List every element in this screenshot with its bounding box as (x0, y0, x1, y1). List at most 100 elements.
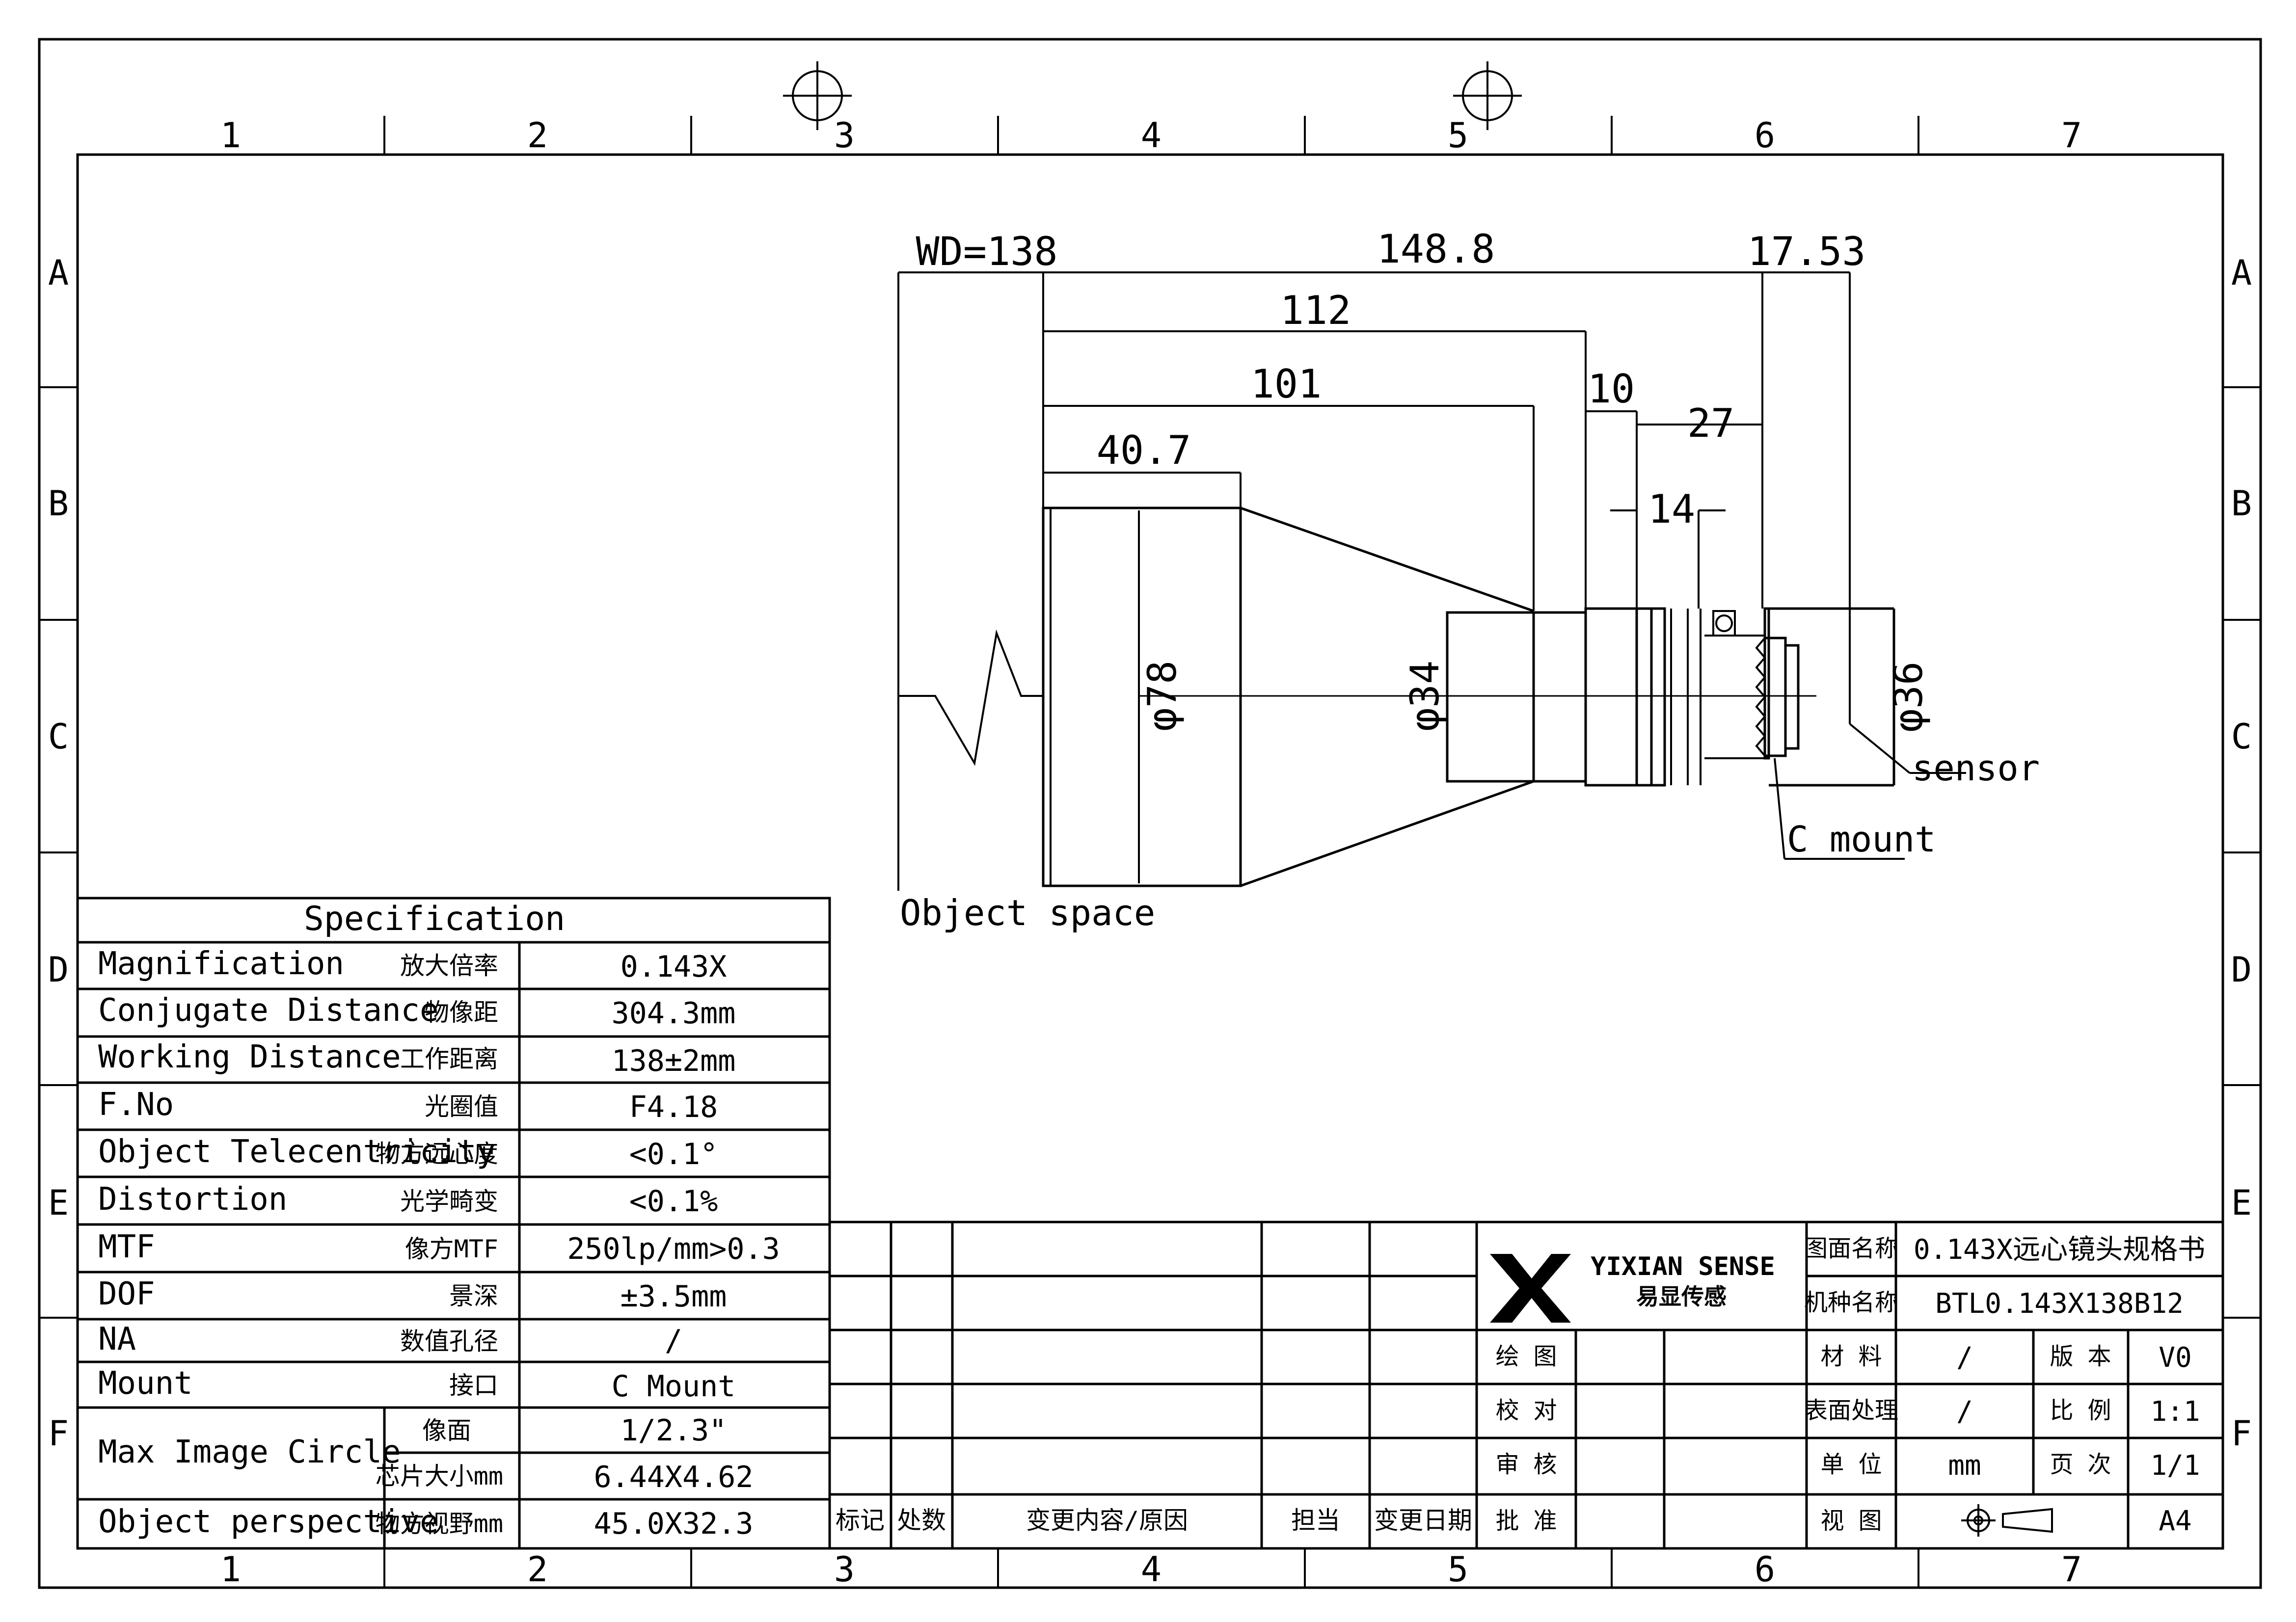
spec-en-telecentricity: Object Telecentricity (98, 1134, 495, 1170)
col-label-bottom-3: 3 (834, 1549, 855, 1590)
label-material: 材 料 (1821, 1343, 1882, 1370)
revision-table (830, 1221, 1478, 1548)
row-label-left-d: D (48, 950, 69, 990)
row-label-right-f: F (2231, 1413, 2252, 1454)
spec-cn-conjugate: 物像距 (425, 998, 498, 1027)
row-label-left-b: B (48, 483, 69, 524)
row-label-left-c: C (48, 717, 69, 757)
spec-en-na: NA (98, 1321, 136, 1357)
label-sensor: sensor (1912, 747, 2040, 789)
spec-en-distortion: Distortion (98, 1181, 287, 1218)
spec-val-working-distance: 138±2mm (612, 1044, 736, 1078)
spec-cn-image-plane: 像面 (422, 1416, 471, 1445)
col-label-bottom-5: 5 (1448, 1549, 1468, 1590)
projection-symbol-icon (1961, 1504, 2053, 1537)
spec-val-distortion: <0.1% (629, 1184, 718, 1219)
spec-en-dof: DOF (98, 1276, 155, 1312)
spec-val-object-perspective: 45.0X32.3 (594, 1507, 753, 1541)
centering-mark-left (783, 61, 852, 130)
col-label-top-4: 4 (1141, 115, 1162, 156)
spec-en-max-image-circle: Max Image Circle (98, 1434, 401, 1470)
revision-header-count: 处数 (897, 1506, 946, 1535)
spec-en-magnification: Magnification (98, 946, 344, 982)
spec-cn-chip-size: 芯片大小mm (376, 1462, 503, 1490)
logo-cn: 易显传感 (1636, 1283, 1727, 1310)
title-block (1477, 1221, 2223, 1548)
revision-header-content: 变更内容/原因 (1026, 1506, 1188, 1535)
spec-cn-object-perspective: 物方视野mm (376, 1510, 503, 1538)
col-label-top-1: 1 (220, 115, 241, 156)
dim-back-focus: 17.53 (1748, 229, 1866, 274)
spec-cn-distortion: 光学畸变 (400, 1187, 498, 1216)
dimension-lines (898, 271, 1966, 883)
value-material: / (1956, 1342, 1973, 1374)
value-size: A4 (2159, 1505, 2191, 1537)
col-label-top-6: 6 (1755, 115, 1775, 156)
spec-en-object-perspective: Object perspective (98, 1504, 439, 1540)
row-label-right-c: C (2231, 717, 2252, 757)
spec-header: Specification (304, 900, 565, 938)
spec-val-image-plane: 1/2.3" (621, 1413, 727, 1448)
dim-total: 148.8 (1377, 226, 1495, 272)
col-label-top-3: 3 (834, 115, 855, 156)
label-view: 视 图 (1821, 1507, 1882, 1535)
dim-27: 27 (1687, 400, 1734, 446)
spec-val-mount: C Mount (612, 1369, 736, 1404)
label-surface: 表面处理 (1804, 1397, 1898, 1424)
spec-table (76, 897, 831, 1550)
label-page: 页 次 (2050, 1451, 2111, 1478)
value-version: V0 (2159, 1342, 2191, 1374)
outer-frame (38, 38, 2262, 1589)
spec-val-na: / (665, 1324, 682, 1358)
dim-40-7: 40.7 (1097, 427, 1191, 473)
spec-cn-magnification: 放大倍率 (400, 952, 498, 980)
spec-val-chip-size: 6.44X4.62 (594, 1460, 753, 1494)
spec-cn-na: 数值孔径 (400, 1327, 498, 1356)
row-label-left-f: F (48, 1413, 69, 1454)
dim-10: 10 (1588, 366, 1635, 412)
row-label-right-e: E (2231, 1183, 2252, 1223)
value-drawing-name: 0.143X远心镜头规格书 (1914, 1234, 2205, 1266)
col-label-bottom-4: 4 (1141, 1549, 1162, 1590)
revision-header-owner: 担当 (1291, 1506, 1340, 1535)
spec-cn-mount: 接口 (449, 1371, 498, 1400)
row-label-left-a: A (48, 253, 69, 293)
col-label-bottom-7: 7 (2061, 1549, 2082, 1590)
spec-en-working-distance: Working Distance (98, 1039, 401, 1075)
revision-header-date: 变更日期 (1374, 1506, 1472, 1535)
col-label-top-7: 7 (2061, 115, 2082, 156)
dim-dia-34: φ34 (1402, 661, 1448, 732)
company-logo: YIXIAN SENSE 易显传感 (1490, 1252, 1775, 1323)
spec-cn-dof: 景深 (449, 1282, 498, 1310)
label-review: 审 核 (1496, 1451, 1557, 1478)
label-scale: 比 例 (2050, 1397, 2111, 1424)
spec-val-mtf: 250lp/mm>0.3 (567, 1232, 780, 1266)
col-label-top-2: 2 (527, 115, 548, 156)
label-model: 机种名称 (1804, 1289, 1898, 1316)
dim-dia-78: φ78 (1139, 661, 1185, 732)
row-label-right-a: A (2231, 253, 2252, 293)
revision-header-mark: 标记 (836, 1506, 885, 1535)
spec-val-magnification: 0.143X (621, 950, 727, 984)
dim-wd: WD=138 (916, 229, 1058, 274)
label-c-mount: C_mount (1787, 819, 1936, 860)
value-scale: 1:1 (2150, 1396, 2200, 1428)
centering-mark-right (1453, 61, 1522, 130)
value-unit: mm (1948, 1450, 1981, 1482)
label-drawing-name: 图面名称 (1804, 1235, 1898, 1262)
logo-text: YIXIAN SENSE (1591, 1252, 1775, 1281)
value-model: BTL0.143X138B12 (1935, 1288, 2184, 1320)
col-label-bottom-2: 2 (527, 1549, 548, 1590)
row-label-left-e: E (48, 1183, 69, 1223)
spec-cn-fno: 光圈值 (425, 1092, 498, 1121)
spec-en-mtf: MTF (98, 1229, 155, 1265)
label-draw: 绘 图 (1496, 1343, 1557, 1370)
spec-cn-working-distance: 工作距离 (400, 1045, 498, 1073)
col-label-top-5: 5 (1448, 115, 1468, 156)
dim-101: 101 (1251, 361, 1322, 407)
label-unit: 单 位 (1821, 1451, 1882, 1478)
dim-112: 112 (1280, 288, 1351, 333)
spec-cn-mtf: 像方MTF (405, 1235, 498, 1263)
spec-val-dof: ±3.5mm (621, 1279, 727, 1314)
